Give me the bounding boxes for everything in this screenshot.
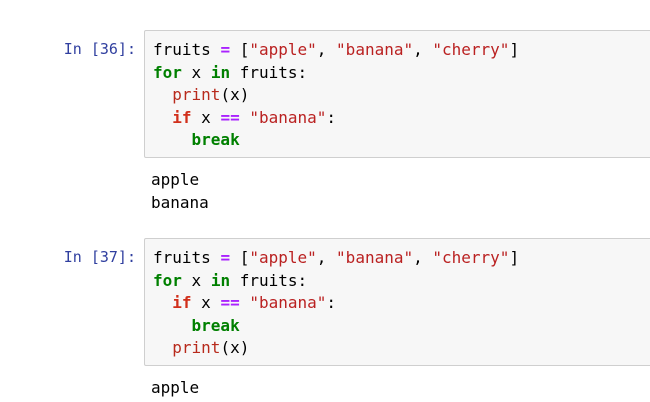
code-line: for x in fruits: <box>153 270 308 290</box>
code-line: print(x) <box>172 85 250 104</box>
code-line: for x in fruits: <box>153 62 308 82</box>
output-line: banana <box>151 192 209 212</box>
code-line: print(x) <box>172 338 250 357</box>
input-prompt: In [36]: <box>63 40 136 58</box>
code-line: break <box>191 315 240 335</box>
input-prompt: In [37]: <box>63 248 136 266</box>
code-line: fruits = ["apple", "banana", "cherry"] <box>153 40 520 59</box>
cell-output: apple <box>151 377 199 400</box>
code-input-area[interactable]: fruits = ["apple", "banana", "cherry"] f… <box>144 30 650 158</box>
code-input-area[interactable]: fruits = ["apple", "banana", "cherry"] f… <box>144 238 650 366</box>
code-line: fruits = ["apple", "banana", "cherry"] <box>153 248 520 267</box>
output-line: apple <box>151 170 200 189</box>
code-line: break <box>191 130 240 149</box>
code-line: if x == "banana": <box>172 293 337 312</box>
output-line: apple <box>151 378 200 397</box>
code-line: if x == "banana": <box>172 107 337 127</box>
cell-output: apple banana <box>151 169 209 214</box>
